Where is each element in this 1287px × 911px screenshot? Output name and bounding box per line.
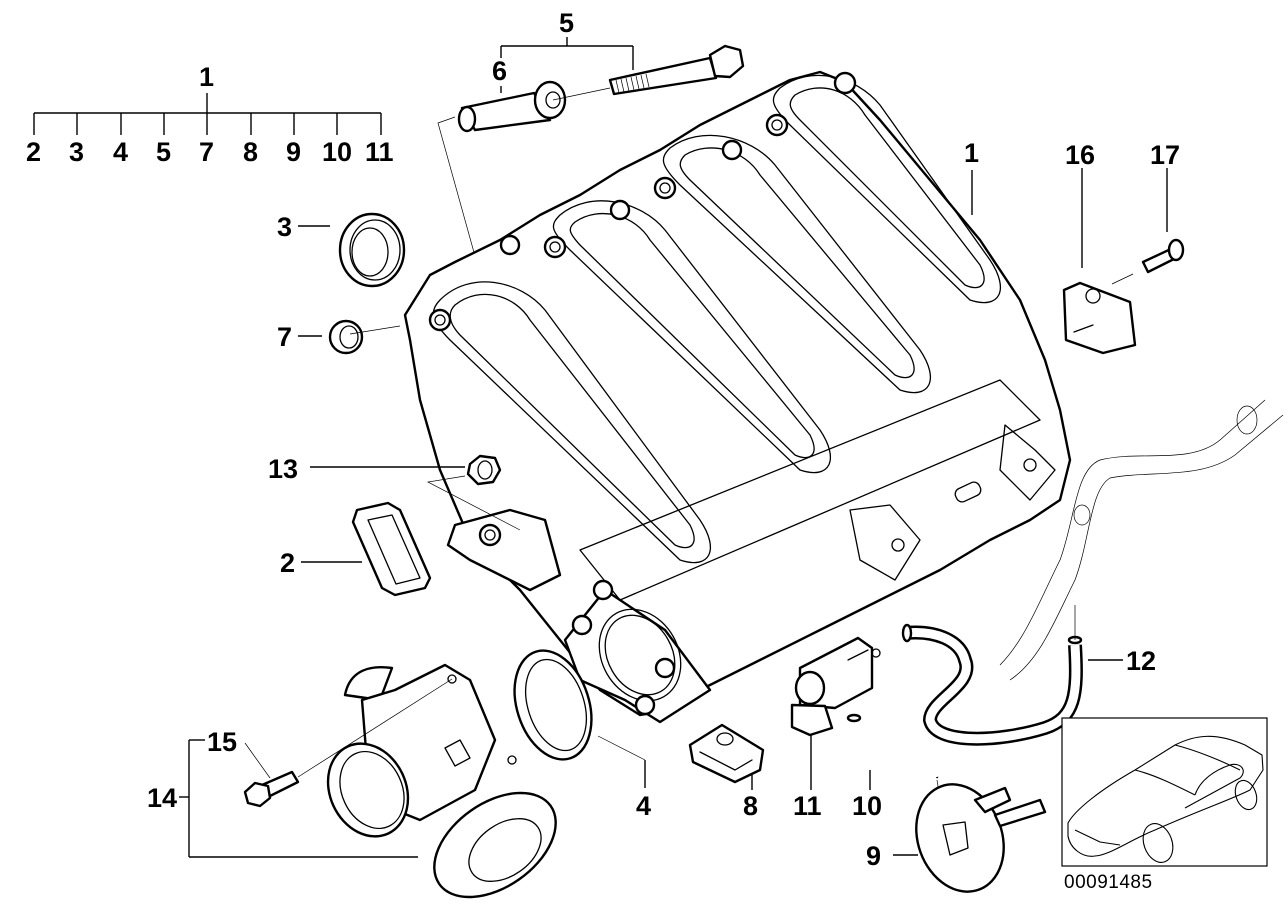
part-1-intake-manifold[interactable] <box>403 70 1072 724</box>
callout-9[interactable]: 9 <box>866 841 881 871</box>
part-10-hose[interactable] <box>846 713 941 779</box>
part-4-gasket-ring[interactable] <box>501 641 604 770</box>
callout-12[interactable]: 12 <box>1126 646 1156 676</box>
sedan-outline-icon <box>1067 735 1264 863</box>
group-item-2[interactable]: 2 <box>26 137 41 167</box>
group-item-4[interactable]: 4 <box>113 137 128 167</box>
callout-group-5: 5 6 <box>492 8 634 93</box>
part-8-clip[interactable] <box>688 723 765 784</box>
part-12-vent-hose[interactable] <box>901 399 1284 746</box>
group-item-9[interactable]: 9 <box>286 137 301 167</box>
callout-15[interactable]: 15 <box>207 727 237 757</box>
vehicle-thumbnail: 00091485 <box>1061 717 1268 893</box>
callout-14[interactable]: 14 <box>147 783 177 813</box>
callout-5[interactable]: 5 <box>559 8 574 38</box>
part-5-bolt[interactable] <box>608 44 745 96</box>
part-17-screw[interactable] <box>1141 238 1185 274</box>
part-9-vacuum-actuator[interactable] <box>902 772 1047 904</box>
group-item-5[interactable]: 5 <box>156 137 171 167</box>
group-item-10[interactable]: 10 <box>322 137 352 167</box>
callout-11[interactable]: 11 <box>793 791 822 821</box>
callout-4[interactable]: 4 <box>636 791 651 821</box>
group-item-8[interactable]: 8 <box>243 137 258 167</box>
part-6-sleeve[interactable] <box>457 80 567 133</box>
callout-group-1: 1 2 3 4 5 7 8 9 10 11 <box>26 62 394 167</box>
part-15-bolt[interactable] <box>243 770 300 808</box>
callout-16[interactable]: 16 <box>1065 140 1095 170</box>
callout-13[interactable]: 13 <box>268 454 298 484</box>
group-item-7[interactable]: 7 <box>199 137 214 167</box>
callout-10[interactable]: 10 <box>852 791 882 821</box>
part-14-egr-valve[interactable] <box>313 663 575 911</box>
part-16-pressure-sensor[interactable] <box>1062 281 1137 355</box>
part-13-nut[interactable] <box>466 454 502 486</box>
callout-2[interactable]: 2 <box>280 548 295 578</box>
part-7-grommet[interactable] <box>328 319 364 355</box>
callout-8[interactable]: 8 <box>743 791 758 821</box>
callout-3[interactable]: 3 <box>277 212 292 242</box>
group-item-3[interactable]: 3 <box>69 137 84 167</box>
callout-1-top[interactable]: 1 <box>199 62 214 92</box>
bracket-ticks <box>33 113 382 135</box>
part-11-solenoid-valve[interactable] <box>790 636 881 737</box>
callout-6[interactable]: 6 <box>492 56 507 86</box>
callout-1-manifold[interactable]: 1 <box>964 138 979 168</box>
part-3-sealing-ring[interactable] <box>338 212 406 288</box>
group-item-11[interactable]: 11 <box>365 137 394 167</box>
part-2-gasket[interactable] <box>351 501 432 597</box>
callout-7[interactable]: 7 <box>277 322 292 352</box>
reference-number: 00091485 <box>1064 872 1153 893</box>
callout-17[interactable]: 17 <box>1150 140 1180 170</box>
